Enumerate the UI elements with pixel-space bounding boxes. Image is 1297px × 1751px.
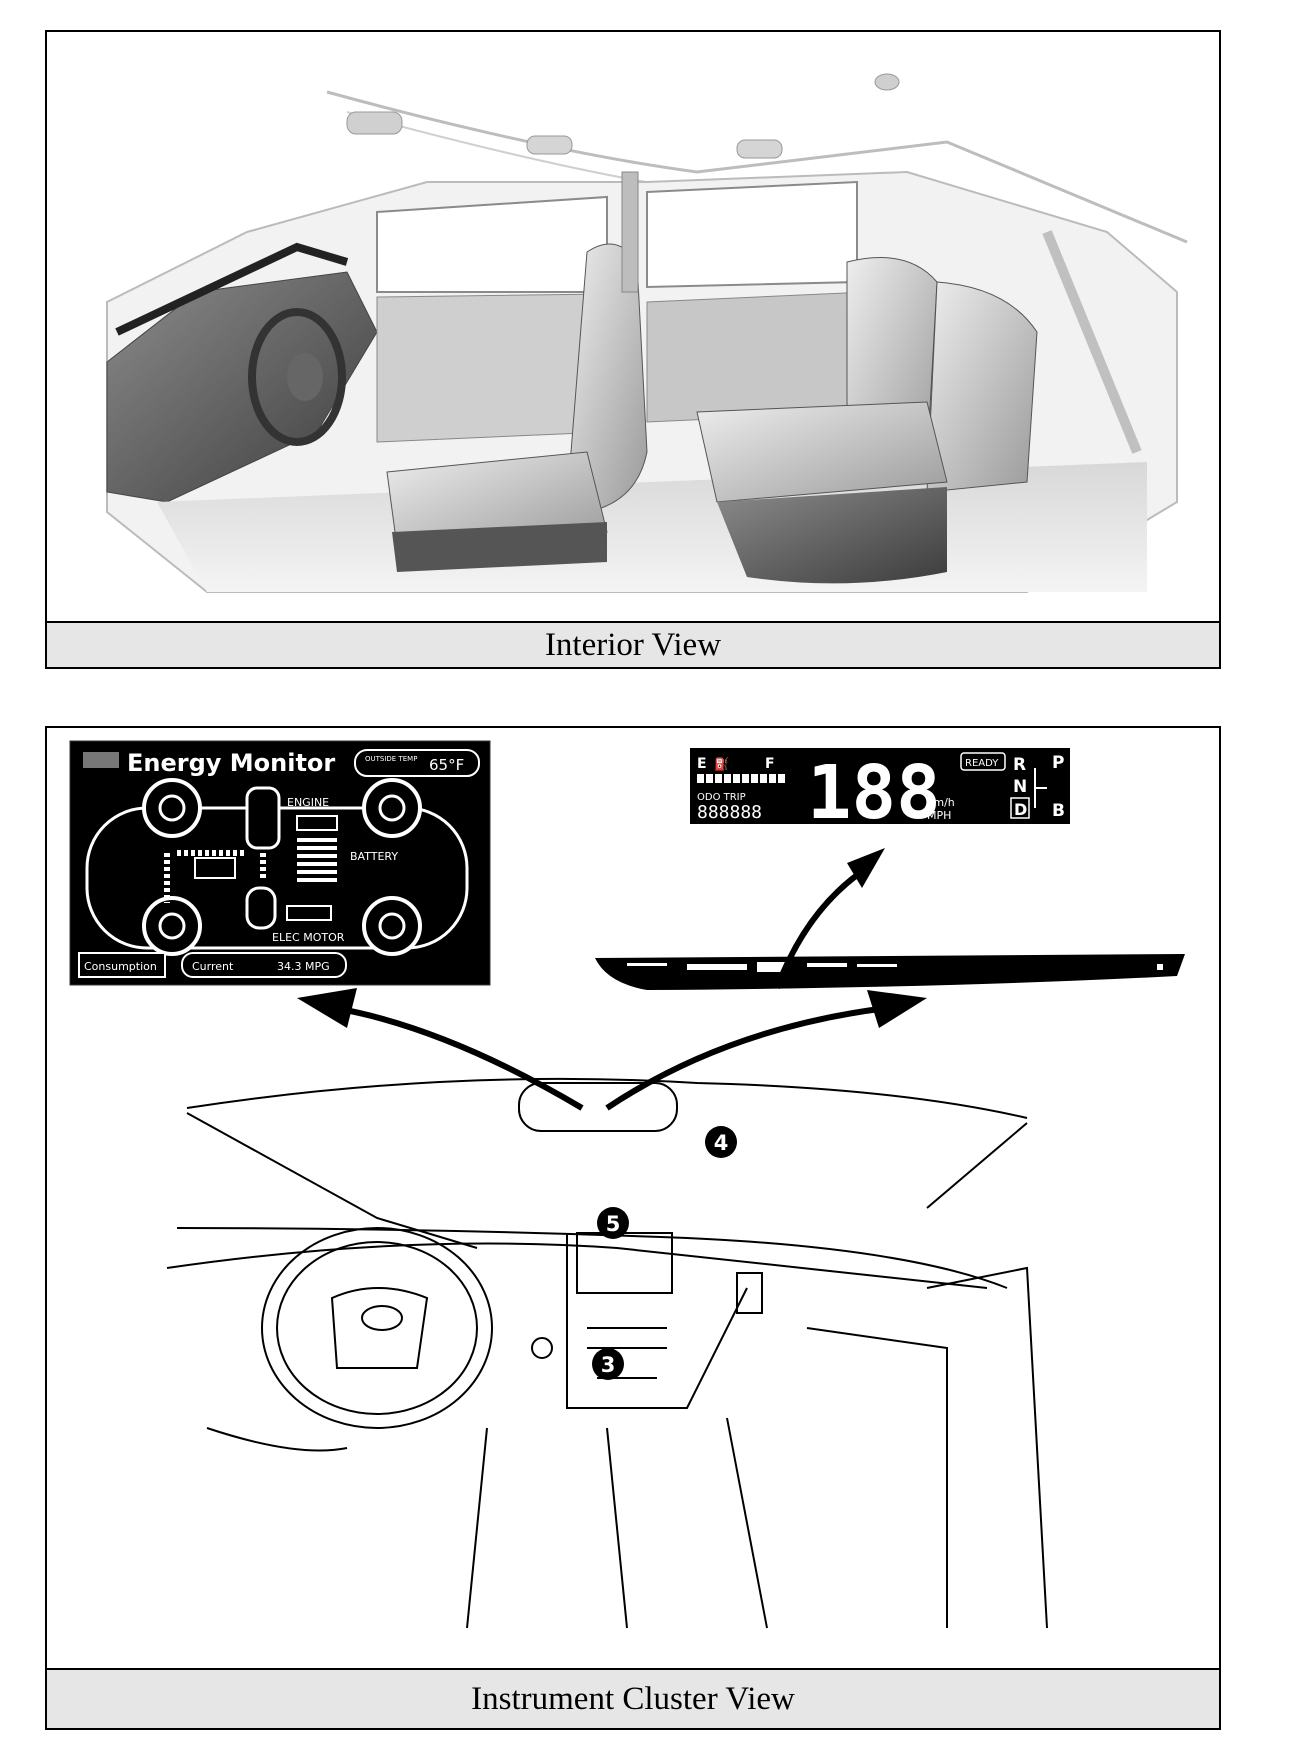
wheel-icon bbox=[362, 778, 422, 838]
fuel-pump-icon: ⛽ bbox=[714, 757, 729, 771]
instrument-cluster-illustration: Energy Monitor OUTSIDE TEMP 65°F ENGINE bbox=[69, 740, 1185, 1629]
arrow-head-icon bbox=[847, 848, 885, 888]
outside-temp-value: 65°F bbox=[429, 756, 464, 774]
elec-motor-label: ELEC MOTOR bbox=[272, 931, 345, 944]
speedometer-display: E F ⛽ ODO TRIP 888888 188 km/h MPH READY… bbox=[690, 748, 1070, 836]
dashboard-line-drawing bbox=[166, 1077, 1048, 1629]
speed-readout: 188 bbox=[807, 750, 941, 836]
pointer-arrows bbox=[334, 865, 888, 1111]
consumption-button-label: Consumption bbox=[84, 960, 157, 973]
wheel-icon bbox=[142, 778, 202, 838]
gear-d: D bbox=[1014, 800, 1027, 819]
current-label: Current bbox=[192, 960, 234, 973]
arrow-head-icon bbox=[867, 990, 927, 1028]
consumption-button[interactable] bbox=[78, 952, 166, 978]
gear-n: N bbox=[1013, 777, 1027, 797]
callout-5-label: 5 bbox=[606, 1212, 621, 1236]
energy-monitor-screen: Energy Monitor OUTSIDE TEMP 65°F ENGINE bbox=[69, 740, 491, 986]
arrow-head-icon bbox=[297, 988, 357, 1028]
fuel-gauge-bar bbox=[697, 774, 785, 783]
gear-r: R bbox=[1013, 755, 1026, 775]
gear-b: B bbox=[1052, 801, 1065, 821]
interior-view-caption: Interior View bbox=[47, 621, 1219, 667]
motor-icon bbox=[245, 886, 277, 930]
callout-3-label: 3 bbox=[601, 1353, 616, 1377]
ready-label: READY bbox=[965, 758, 999, 769]
outside-temp-label: OUTSIDE TEMP bbox=[365, 755, 417, 763]
screen-icon bbox=[83, 752, 119, 768]
fuel-full-label: F bbox=[765, 756, 775, 772]
gear-p: P bbox=[1052, 753, 1064, 773]
car-interior-illustration bbox=[106, 73, 1188, 593]
odo-trip-label: ODO TRIP bbox=[697, 792, 746, 803]
callout-3: 3 bbox=[592, 1348, 624, 1380]
battery-icon bbox=[296, 815, 338, 831]
callout-4: 4 bbox=[705, 1126, 737, 1158]
wheel-icon bbox=[362, 896, 422, 956]
odometer-digits: 888888 bbox=[697, 802, 762, 823]
wheel-icon bbox=[142, 896, 202, 956]
interior-view-panel: Interior View bbox=[45, 30, 1221, 669]
dash-display-strip bbox=[595, 954, 1185, 990]
unit-mph: MPH bbox=[927, 809, 951, 822]
instrument-cluster-view-panel: Energy Monitor OUTSIDE TEMP 65°F ENGINE bbox=[45, 726, 1221, 1730]
battery-label: BATTERY bbox=[350, 850, 398, 863]
current-mpg-readout bbox=[181, 952, 347, 978]
callout-4-label: 4 bbox=[714, 1131, 729, 1155]
engine-label: ENGINE bbox=[287, 796, 329, 809]
engine-icon bbox=[245, 786, 281, 850]
unit-kmh: km/h bbox=[927, 796, 955, 809]
callout-5: 5 bbox=[597, 1207, 629, 1239]
current-mpg-value: 34.3 MPG bbox=[277, 960, 330, 973]
instrument-cluster-view-caption: Instrument Cluster View bbox=[47, 1668, 1219, 1728]
energy-monitor-title: Energy Monitor bbox=[127, 749, 335, 777]
ready-indicator bbox=[960, 752, 1006, 771]
fuel-empty-label: E bbox=[697, 756, 707, 772]
